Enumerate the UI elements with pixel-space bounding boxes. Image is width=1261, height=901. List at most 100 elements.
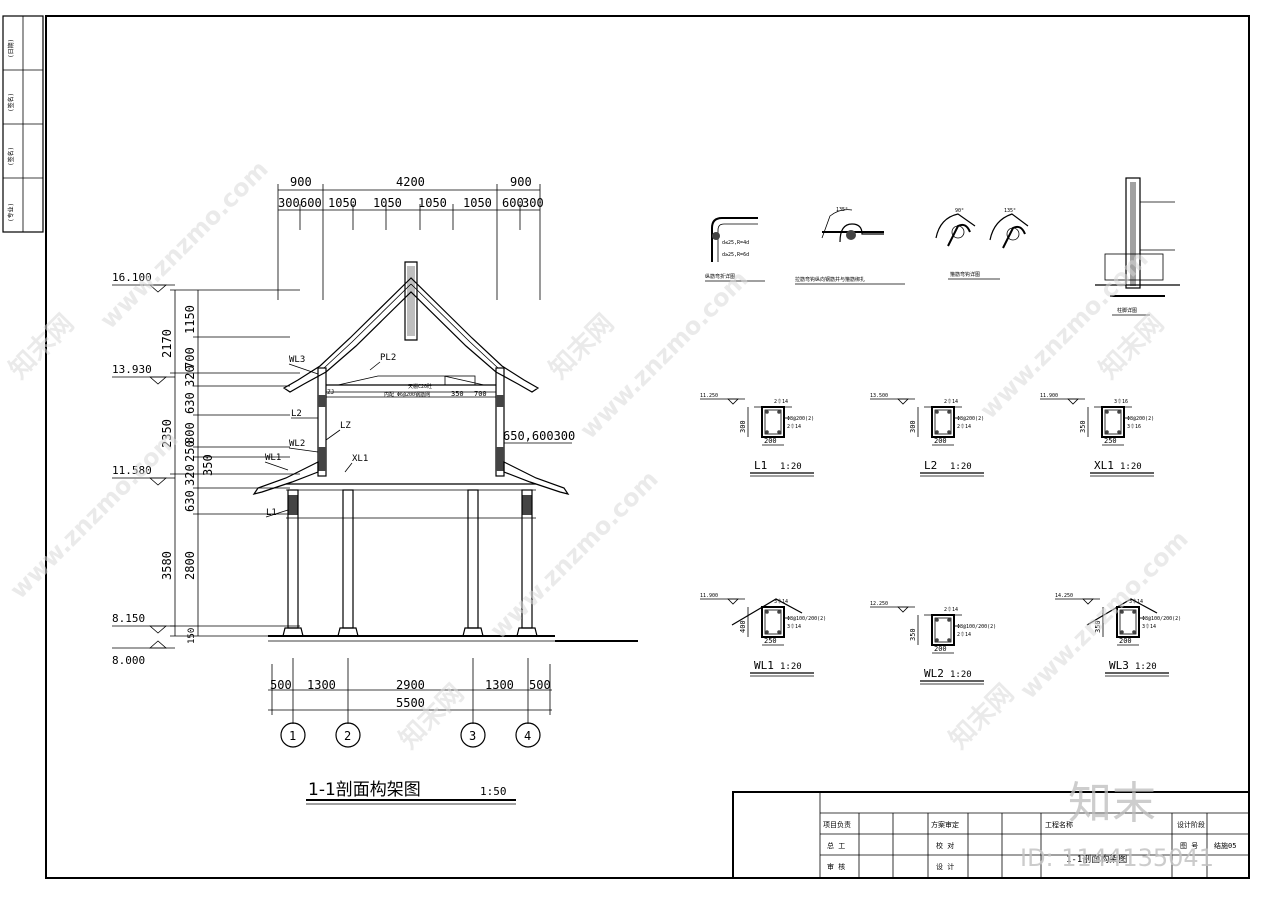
dim-top-900-left: 900 [290, 175, 312, 189]
margin-label-sign2: (签名) [7, 147, 15, 166]
label-zj: ZJ [327, 389, 334, 396]
beam-bottom-bars-2: 3⏀16 [1127, 423, 1141, 430]
columns [268, 489, 638, 642]
beam-top-bars-1: 2⏀14 [944, 398, 958, 405]
note-right-dims: 650,600300 [503, 429, 575, 443]
tb-drawing-name: 1-1剖面构架图 [1066, 853, 1127, 865]
label-lz: LZ [340, 421, 351, 431]
watermark-brand-5: 知末网 [944, 679, 1020, 755]
beam-name-3: WL1 [754, 659, 774, 672]
watermark-brand-2: 知末网 [544, 309, 620, 385]
margin-strip: (日期) (签名) (签名) (专业) [2, 15, 44, 233]
beam-height-2: 350 [1079, 420, 1087, 433]
elev-11580: 11.580 [112, 464, 152, 477]
section-drawing: 900 4200 900 300 600 1050 1050 1050 1050… [112, 175, 638, 805]
rebar3-caption: 箍筋弯钩详图 [950, 271, 980, 278]
dim-top-4200: 4200 [396, 175, 425, 189]
beam-elev-3: 11.900 [700, 593, 718, 599]
beam-elev-4: 12.250 [870, 601, 888, 607]
tb-review: 审 核 [827, 862, 845, 871]
dim-inner-2800: 2800 [183, 551, 197, 580]
beam-width-5: 200 [1119, 637, 1132, 645]
beam-width-1: 200 [934, 437, 947, 445]
elev-13930: 13.930 [112, 363, 152, 376]
watermark-url-6: www.znzmo.com [1014, 525, 1193, 704]
watermark-logo: 知末 [1068, 778, 1156, 829]
axis-1: 1 [289, 729, 296, 743]
dim-inner-1150: 1150 [183, 305, 197, 334]
beam-elev-2: 11.900 [1040, 393, 1058, 399]
beam-width-0: 200 [764, 437, 777, 445]
dim-bottom-1300-right: 1300 [485, 678, 514, 692]
dim-inner-350: 350 [201, 454, 215, 476]
beam-bottom-bars-0: 2⏀14 [787, 423, 801, 430]
beam-width-4: 200 [934, 645, 947, 653]
beam-bottom-bars-3: 3⏀14 [787, 623, 801, 630]
tb-chief: 总 工 [827, 841, 845, 850]
beam-top-bars-3: 3⏀14 [774, 598, 788, 605]
rebar2-caption: 拉筋弯钩纵向钢筋并与箍筋绑扎 [795, 276, 865, 283]
dim-left-3580: 3580 [160, 551, 174, 580]
beam-name-2: XL1 [1094, 459, 1114, 472]
beam-top-bars-5: 3⏀14 [1129, 598, 1143, 605]
dim-top2-7: 300 [522, 196, 544, 210]
beam-stirrup-4: Φ8@100/200(2) [957, 624, 996, 630]
dim-top2-0: 300 [278, 196, 300, 210]
elev-16100: 16.100 [112, 271, 152, 284]
label-l2: L2 [291, 409, 302, 419]
watermark-url-5: www.znzmo.com [484, 465, 663, 644]
dim-top2-3: 1050 [373, 196, 402, 210]
watermark-brand-1: 知末网 [4, 309, 80, 385]
beam-top-bars-2: 3⏀16 [1114, 398, 1128, 405]
dim-inner-630b: 630 [183, 490, 197, 512]
tb-design: 设 计 [936, 862, 954, 871]
tb-drawing-no: 结施05 [1214, 841, 1236, 850]
label-wl3: WL3 [289, 355, 305, 365]
dim-left-150: 150 [187, 628, 197, 644]
beam-height-3: 400 [739, 620, 747, 633]
dim-inner-630a: 630 [183, 392, 197, 414]
beam-name-0: L1 [754, 459, 767, 472]
dim-inner-700: 700 [183, 347, 197, 369]
dim-top2-1: 600 [300, 196, 322, 210]
watermarks: www.znzmo.com www.znzmo.com www.znzmo.co… [4, 155, 1214, 872]
beam-height-0: 300 [739, 420, 747, 433]
dim-bottom-1300-left: 1300 [307, 678, 336, 692]
beam-height-4: 350 [909, 628, 917, 641]
dim-inner-250: 250 [183, 440, 197, 462]
beam-scale-2: 1:20 [1120, 462, 1142, 472]
label-wl1: WL1 [265, 453, 281, 463]
dim-bottom-500-left: 500 [270, 678, 292, 692]
rebar-details: d≤25,R=4d d≥25,R=6d 纵筋弯折详图 135° 拉筋弯钩纵向钢筋… [705, 177, 1180, 316]
section-title: 1-1剖面构架图 [308, 780, 421, 800]
margin-label-date: (日期) [7, 39, 15, 58]
beam-bottom-bars-4: 2⏀14 [957, 631, 971, 638]
watermark-url-4: www.znzmo.com [4, 425, 183, 604]
beam-top-bars-0: 2⏀14 [774, 398, 788, 405]
note-dim-350: 350 [451, 390, 464, 398]
beam-scale-1: 1:20 [950, 462, 972, 472]
tb-project-lead: 项目负责 [823, 820, 851, 829]
beam-stirrup-3: Φ8@100/200(2) [787, 616, 826, 622]
beam-stirrup-2: Φ8@200(2) [1127, 416, 1154, 422]
rebar3-angle1: 90° [955, 208, 964, 214]
dim-left-2170: 2170 [160, 329, 174, 358]
tb-scheme: 方案审定 [931, 820, 959, 829]
watermark-url-2: www.znzmo.com [574, 265, 753, 444]
middle-frame [317, 367, 505, 477]
upper-roof [282, 261, 540, 393]
axis-3: 3 [469, 729, 476, 743]
dim-inner-320b: 320 [183, 464, 197, 486]
beam-height-5: 350 [1094, 620, 1102, 633]
watermark-id: ID: 1144135041 [1020, 844, 1214, 872]
beam-bottom-bars-1: 2⏀14 [957, 423, 971, 430]
note-ceiling-mesh: 内配 Φ6@200钢筋网 [384, 391, 430, 398]
tb-project-name: 工程名称 [1045, 820, 1073, 829]
dim-bottom-2900: 2900 [396, 678, 425, 692]
